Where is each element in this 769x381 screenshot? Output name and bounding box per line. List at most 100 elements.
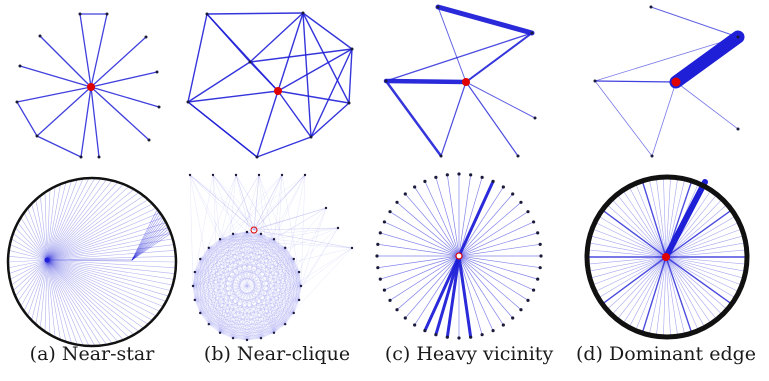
ring-node (382, 288, 387, 292)
leaf-node (35, 134, 39, 138)
spoke-edge (665, 256, 723, 316)
spoke-edge (404, 193, 460, 257)
clique-edge (208, 271, 300, 325)
clique-node (347, 101, 351, 105)
ring-node (519, 308, 523, 312)
clique-edge (232, 258, 294, 339)
fan-edge (17, 222, 48, 261)
clique-edge (260, 233, 302, 287)
clique-edge (310, 48, 353, 138)
heavy-edge (435, 4, 535, 36)
clique-edge (273, 285, 302, 333)
fan-edge (46, 238, 174, 261)
ring-node (378, 277, 382, 281)
edge (385, 32, 533, 82)
heavy-edge (457, 254, 473, 339)
fan-edge (219, 207, 327, 240)
clique-edge (246, 231, 262, 339)
clique-edge (293, 271, 300, 314)
edge (465, 81, 536, 119)
clique-edge (293, 258, 302, 287)
clique-edge (232, 231, 248, 339)
ring-node (469, 335, 473, 339)
leaf-edge (36, 135, 82, 158)
ring-node (501, 185, 505, 189)
fan-edge (273, 174, 283, 240)
fan-edge (131, 208, 158, 261)
clique-edge (194, 247, 210, 301)
fan-edge (192, 174, 214, 287)
clique-edge (194, 233, 262, 301)
fan-edge (46, 259, 149, 325)
spoke-edge (665, 256, 699, 331)
clique-edge (273, 239, 286, 325)
heavy-edge (445, 254, 461, 339)
clique-node (248, 60, 252, 64)
clique-edge (256, 90, 279, 158)
clique-edge (208, 247, 248, 341)
clique-edge (246, 231, 286, 325)
spoke-edge (589, 235, 667, 258)
clique-edge (194, 299, 234, 339)
clique-edge (246, 231, 275, 240)
clique-edge (200, 312, 210, 325)
fan-edge (46, 259, 175, 280)
fan-edge (46, 183, 124, 261)
fan-edge (219, 227, 339, 240)
clique-edge (284, 299, 300, 325)
clique-edge (208, 323, 234, 339)
node (649, 5, 653, 9)
spoke-edge (616, 256, 667, 320)
clique-edge (348, 48, 353, 104)
clique-edge (192, 285, 210, 325)
spoke-edge (598, 215, 667, 258)
fan-edge (192, 227, 339, 287)
edge (650, 6, 739, 38)
clique-edge (187, 61, 251, 103)
spoke-edge (665, 256, 745, 279)
node (384, 79, 388, 83)
clique-edge (219, 271, 300, 333)
clique-node (283, 246, 287, 250)
clique-node (218, 331, 222, 334)
spoke-edge (458, 221, 534, 257)
ring-node (434, 175, 438, 179)
clique-edge (260, 233, 294, 260)
spoke-edge (458, 243, 541, 257)
fan-edge (189, 174, 221, 333)
clique-edge (192, 285, 221, 333)
spoke-edge (635, 256, 667, 331)
clique-node (245, 230, 249, 234)
fan-edge (46, 259, 167, 302)
clique-edge (232, 233, 262, 339)
fan-edge (189, 174, 221, 240)
clique-edge (194, 271, 300, 301)
clique-edge (194, 271, 286, 325)
fan-edge (131, 223, 168, 261)
fan-edge (46, 183, 61, 261)
clique-edge (298, 285, 302, 301)
clique-edge (194, 239, 275, 273)
spoke-edge (622, 189, 667, 258)
spoke-edge (606, 256, 667, 310)
clique-edge (273, 239, 294, 314)
fan-edge (46, 212, 161, 261)
clique-edge (208, 247, 275, 333)
fan-edge (46, 259, 157, 317)
clique-node (193, 298, 197, 302)
ring-node (395, 200, 399, 204)
clique-edge (260, 233, 294, 314)
clique-edge (277, 48, 353, 92)
fan-edge (46, 203, 153, 261)
spoke-edge (665, 256, 747, 265)
fan-edge (46, 250, 176, 261)
fan-edge (20, 259, 48, 307)
spoke-edge (587, 256, 667, 272)
spoke-edge (389, 255, 460, 301)
fan-edge (253, 227, 339, 231)
fan-node (234, 173, 238, 177)
clique-edge (194, 258, 201, 273)
clique-edge (246, 299, 300, 341)
clique-edge (194, 299, 221, 333)
